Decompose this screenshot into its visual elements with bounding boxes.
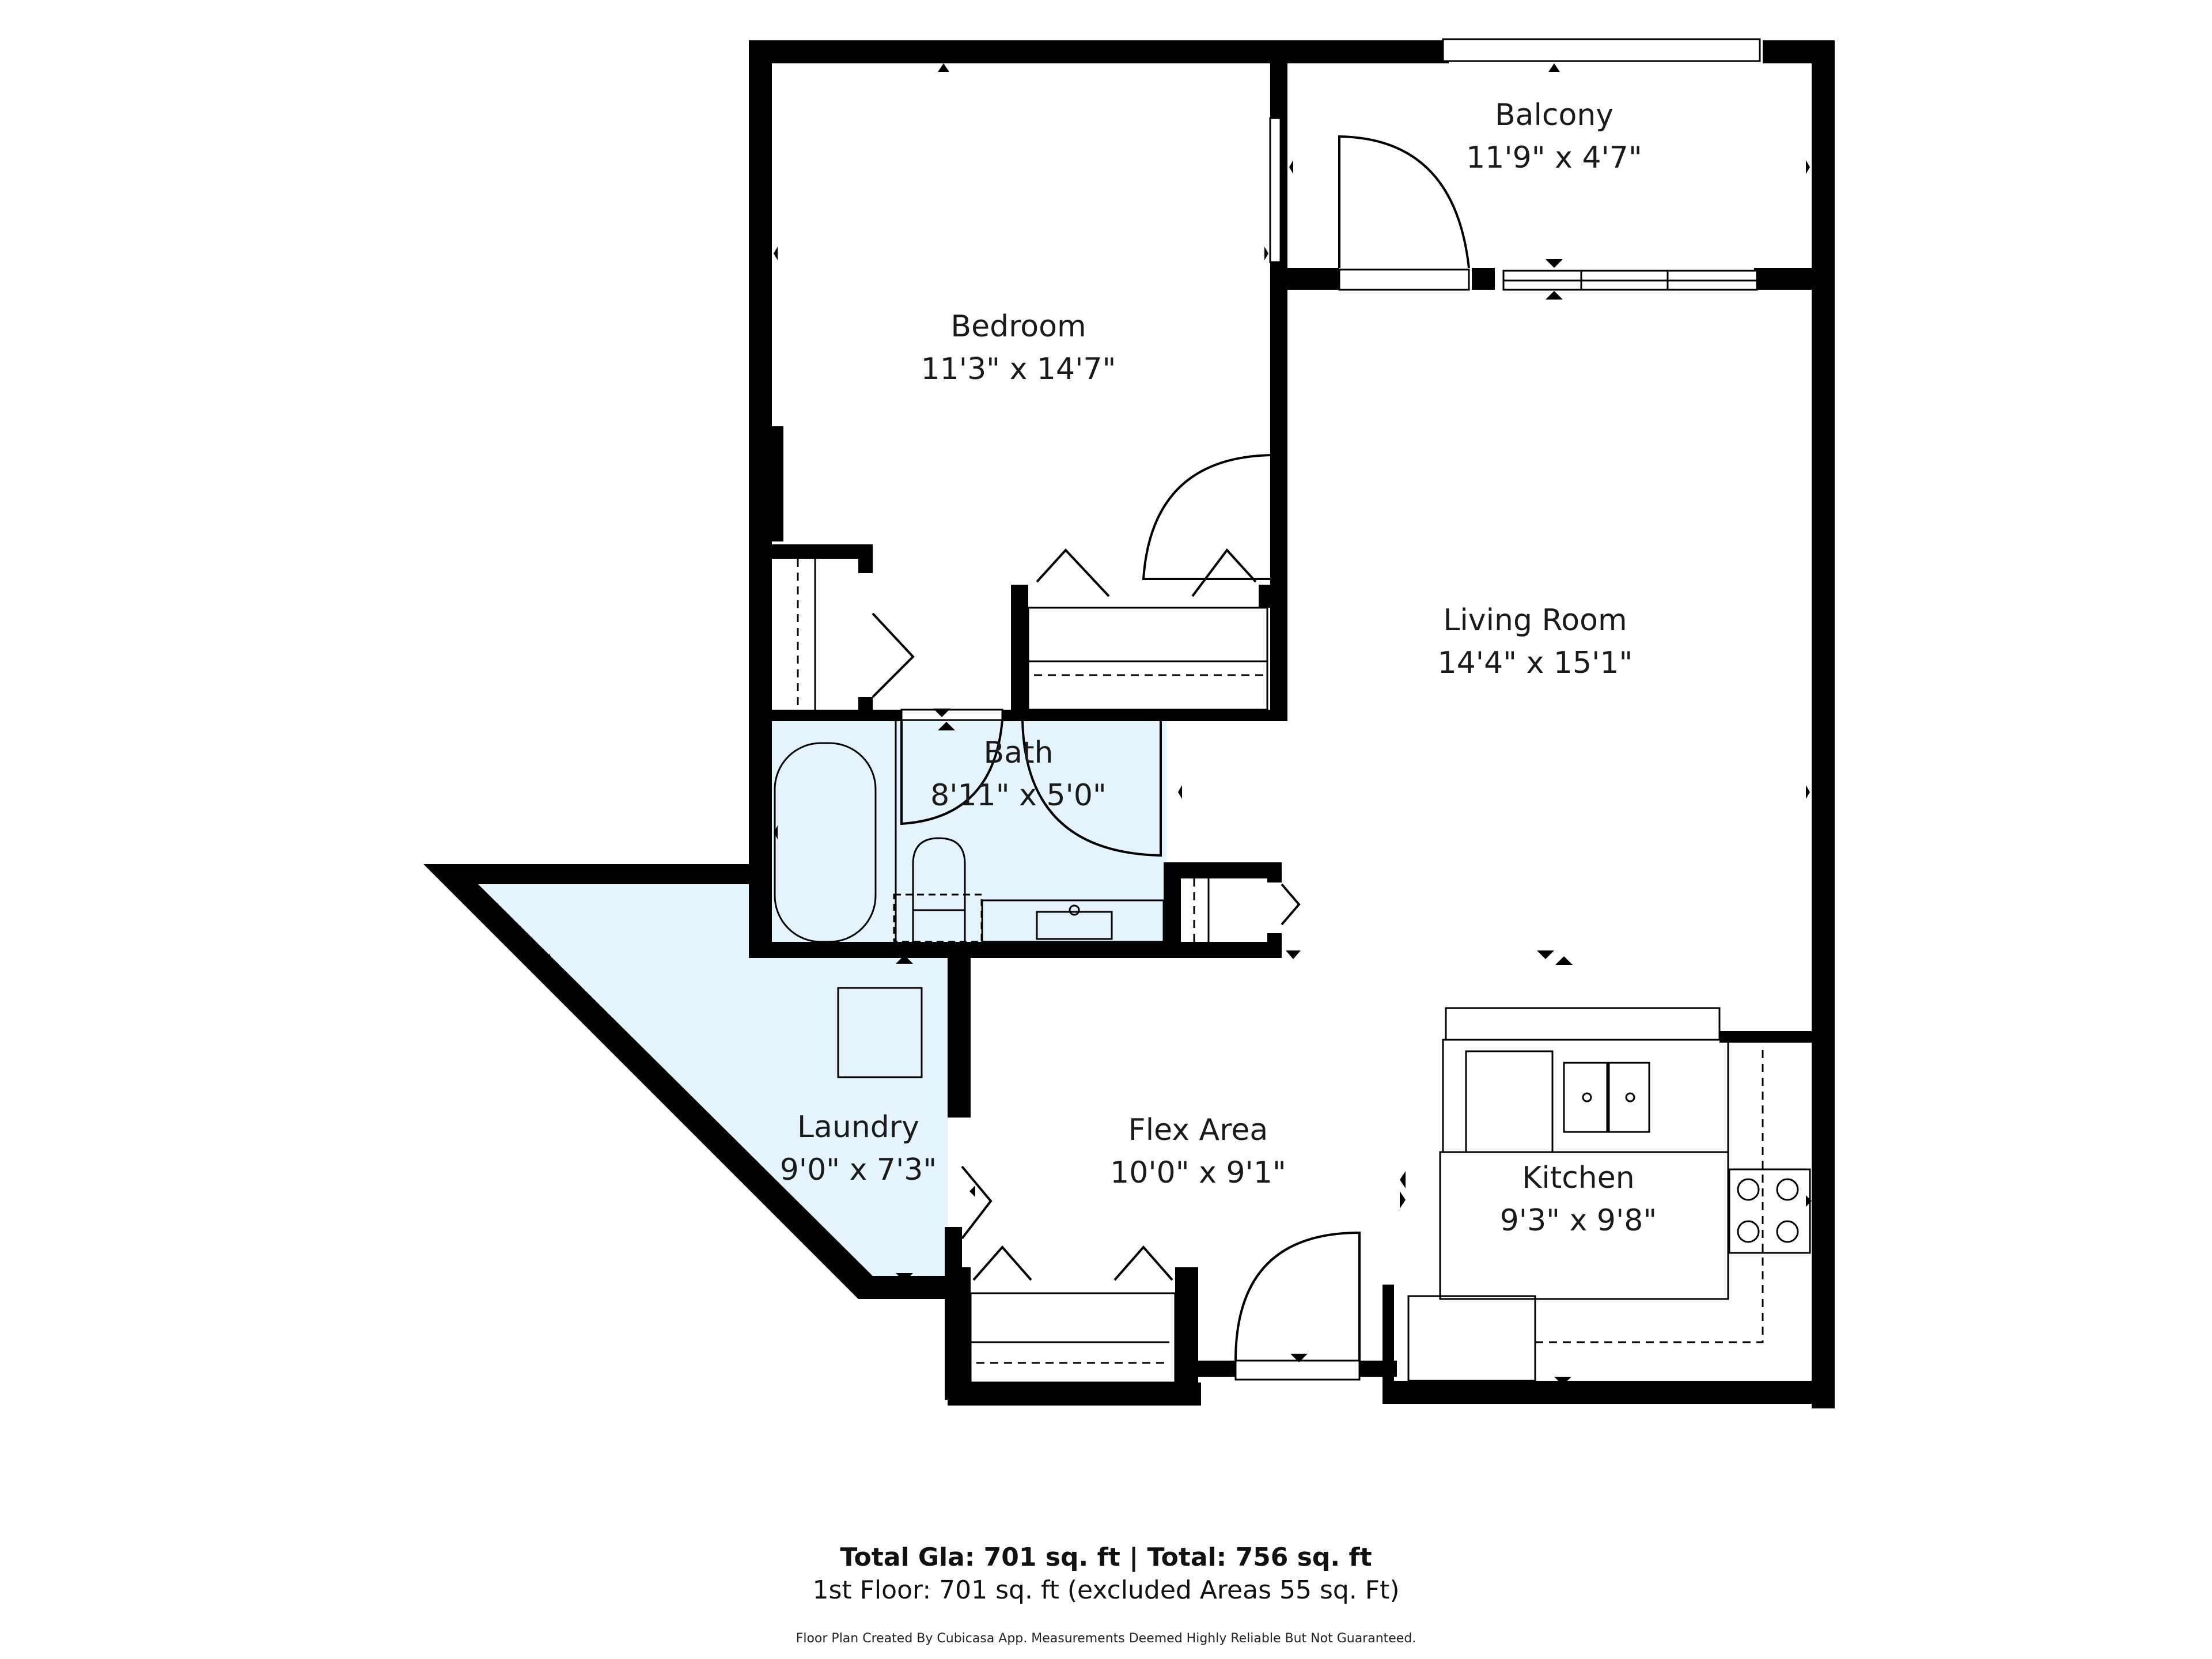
room-name: Laundry [797, 1110, 919, 1145]
room-dimensions: 10'0" x 9'1" [1110, 1156, 1286, 1190]
kitchen-peninsula [1439, 1151, 1729, 1300]
bifold-linen [1281, 883, 1301, 926]
wall-linen-jamb-top [1267, 862, 1282, 882]
door-swings [872, 135, 1470, 1361]
wall-bottom-right [1382, 1381, 1835, 1404]
door-balcony-swing [1338, 135, 1470, 268]
wall-bath-top-a [749, 710, 902, 721]
wall-bottom-door-left [1198, 1361, 1236, 1377]
wall-balcony-bottom-c [1754, 268, 1835, 290]
room-name: Bath [983, 736, 1054, 770]
room-name: Living Room [1443, 603, 1627, 638]
door-entry-threshold [1234, 1359, 1361, 1381]
kitchen-sink-left [1563, 1062, 1608, 1133]
wall-balcony-bottom-a [1270, 268, 1339, 290]
room-living-room: Living Room 14'4" x 15'1" [1438, 599, 1633, 684]
dishwasher [1465, 1050, 1554, 1153]
bifold-flex-closet-b [1113, 1245, 1173, 1281]
wall-top-bedroom [749, 40, 1449, 63]
wall-kitchen-left-jamb [1382, 1285, 1394, 1388]
room-laundry: Laundry 9'0" x 7'3" [780, 1106, 937, 1191]
wall-bottom-left [948, 1382, 1201, 1406]
wall-left-bedroom-thick [749, 426, 783, 541]
room-dimensions: 11'3" x 14'7" [921, 352, 1116, 387]
door-entry-swing [1234, 1231, 1361, 1361]
room-balcony: Balcony 11'9" x 4'7" [1466, 94, 1642, 179]
wall-closet-left-top [772, 544, 873, 559]
washer-dryer [837, 987, 923, 1078]
stove [1728, 1168, 1811, 1254]
bath-fixtures [774, 721, 1165, 943]
room-kitchen: Kitchen 9'3" x 9'8" [1500, 1157, 1657, 1242]
room-name: Balcony [1494, 98, 1614, 132]
kitchen-fixtures [1407, 1007, 1811, 1382]
laundry-floor [478, 884, 948, 1276]
kitchen-sink-right [1608, 1062, 1650, 1133]
room-bedroom: Bedroom 11'3" x 14'7" [921, 305, 1116, 391]
room-name: Flex Area [1128, 1113, 1268, 1147]
wall-right [1812, 40, 1835, 1408]
wall-closet-left-jamb-top [858, 544, 873, 573]
window-balcony-top [1442, 38, 1761, 62]
refrigerator [1407, 1295, 1536, 1382]
door-bath-threshold [900, 709, 1003, 721]
room-dimensions: 8'11" x 5'0" [930, 778, 1107, 813]
room-flex-area: Flex Area 10'0" x 9'1" [1110, 1109, 1286, 1194]
door-bedroom-swing [1142, 454, 1277, 580]
area-totals: Total Gla: 701 sq. ft | Total: 756 sq. f… [840, 1543, 1372, 1572]
bifold-flex-closet-a [972, 1245, 1032, 1281]
wall-laundry-diagonal [423, 864, 950, 1299]
wall-kitchen-stub [1719, 1031, 1812, 1043]
wet-area-fills [478, 720, 1166, 1276]
room-dimensions: 9'3" x 9'8" [1499, 1203, 1657, 1238]
dimension-markers [544, 63, 1812, 1385]
bathtub [774, 742, 877, 943]
wall-bath-right [1164, 870, 1181, 950]
burner [1737, 1220, 1760, 1243]
room-dimensions: 9'0" x 7'3" [779, 1153, 937, 1187]
sink [1036, 911, 1113, 940]
room-name: Bedroom [950, 309, 1086, 344]
wall-bath-top-b [1002, 710, 1287, 721]
vanity [981, 899, 1165, 943]
windows [900, 38, 1761, 1381]
wall-linen-top [1164, 862, 1282, 878]
floor-area-summary: 1st Floor: 701 sq. ft (excluded Areas 55… [812, 1575, 1400, 1605]
kitchen-upper-counter [1445, 1007, 1721, 1041]
wall-closet-right-jamb [1259, 585, 1287, 608]
window-bedroom-balcony [1269, 117, 1282, 263]
door-bath-right-swing [1021, 719, 1162, 857]
room-name: Kitchen [1522, 1161, 1635, 1195]
kitchen-island [1442, 1039, 1729, 1153]
door-balcony-threshold [1338, 268, 1470, 291]
wall-laundry-flex-upper [948, 950, 971, 1118]
bath-floor [772, 720, 1166, 942]
room-dimensions: 14'4" x 15'1" [1437, 646, 1633, 680]
burner [1737, 1178, 1760, 1201]
room-bath: Bath 8'11" x 5'0" [930, 732, 1107, 817]
burner [1776, 1220, 1799, 1243]
wall-bath-bottom [749, 942, 1282, 958]
room-dimensions: 11'9" x 4'7" [1466, 141, 1642, 175]
toilet [912, 837, 966, 942]
disclaimer: Floor Plan Created By Cubicasa App. Meas… [796, 1631, 1416, 1646]
bifold-laundry [961, 1165, 993, 1240]
burner [1776, 1178, 1799, 1201]
door-bath-left-swing [900, 719, 1003, 825]
wall-closet-right-left [1011, 585, 1028, 714]
closets [797, 559, 1268, 1384]
wall-balcony-bottom-b [1472, 268, 1495, 290]
bifold-bedroom-closet-top-b [1191, 548, 1257, 597]
bifold-bedroom-closet-left [872, 612, 915, 698]
walls [423, 40, 1835, 1408]
bifold-bedroom-closet-top-a [1036, 548, 1110, 597]
